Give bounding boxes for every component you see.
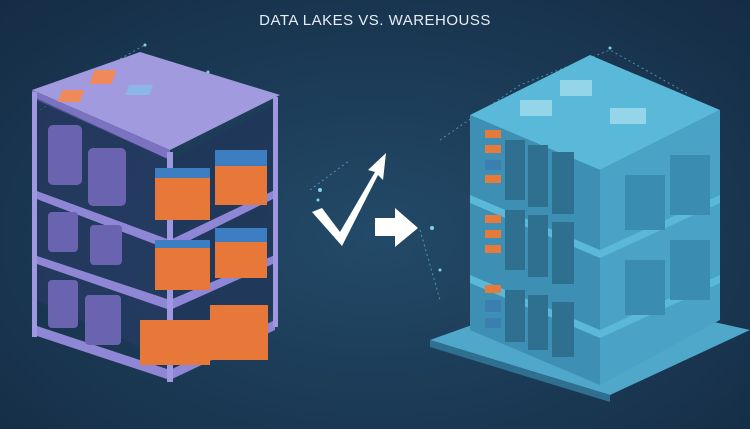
data-lake-structure xyxy=(32,52,280,382)
image-title: DATA LAKES VS. WAREHOUSS xyxy=(259,12,491,29)
check-arrow-icon xyxy=(312,153,418,247)
data-warehouse-structure xyxy=(430,55,750,402)
